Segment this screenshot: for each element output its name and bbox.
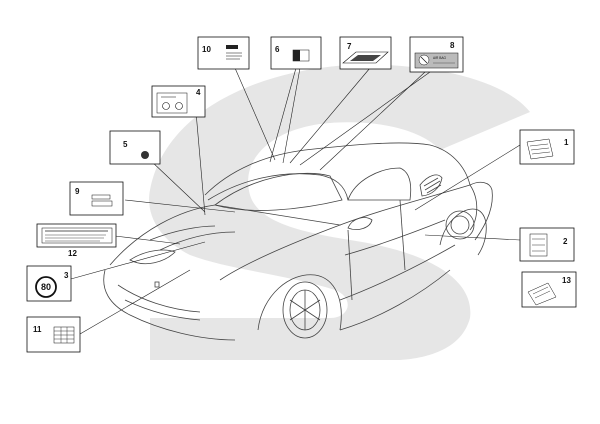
svg-text:3: 3 [64, 271, 69, 280]
callout-5[interactable]: 5 [109, 130, 161, 165]
callout-2[interactable]: 2 [519, 227, 575, 262]
callout-12[interactable]: 12 [36, 223, 117, 258]
svg-text:8: 8 [450, 41, 455, 50]
svg-text:13: 13 [562, 276, 571, 285]
speed-sign-value: 80 [41, 282, 51, 292]
svg-text:12: 12 [68, 249, 77, 258]
svg-text:6: 6 [275, 45, 280, 54]
airbag-label-text: AIR BAG [433, 56, 446, 60]
callout-9[interactable]: 9 [69, 181, 124, 216]
svg-text:4: 4 [196, 88, 201, 97]
svg-text:10: 10 [202, 45, 211, 54]
svg-text:2: 2 [563, 237, 568, 246]
leader-lines [59, 67, 521, 335]
car-illustration [103, 142, 493, 341]
svg-text:1: 1 [564, 138, 569, 147]
callout-6[interactable]: 6 [270, 36, 322, 70]
svg-text:7: 7 [347, 42, 352, 51]
callout-10[interactable]: 10 [197, 36, 250, 70]
svg-text:9: 9 [75, 187, 80, 196]
svg-text:5: 5 [123, 140, 128, 149]
callout-7[interactable]: 7 [339, 36, 392, 70]
callout-3[interactable]: 3 80 [26, 265, 72, 302]
callout-1[interactable]: 1 [519, 129, 575, 165]
watermark-logo [149, 64, 530, 361]
callout-8[interactable]: 8 AIR BAG [409, 36, 464, 73]
callout-11[interactable]: 11 [26, 316, 81, 353]
callout-4[interactable]: 4 [151, 85, 206, 118]
callout-13[interactable]: 13 [521, 271, 577, 308]
svg-text:11: 11 [33, 325, 42, 334]
